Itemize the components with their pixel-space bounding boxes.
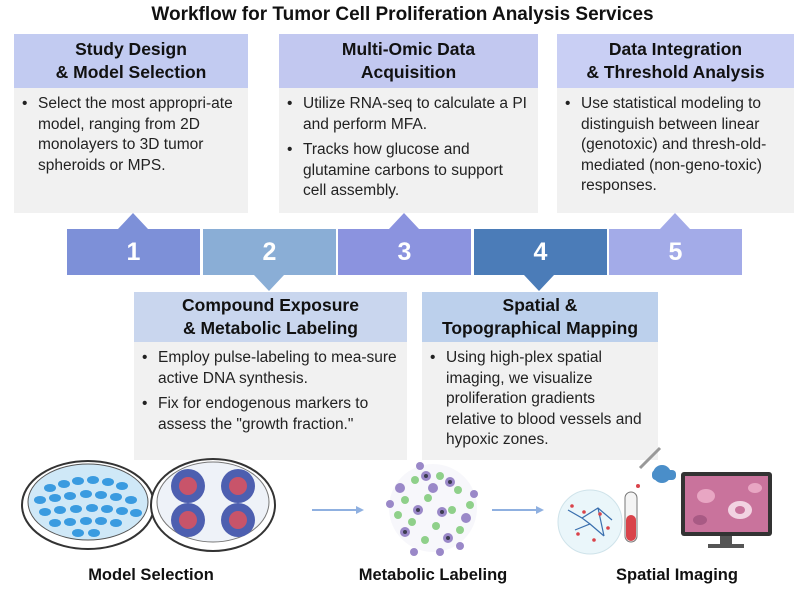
page-title: Workflow for Tumor Cell Proliferation An… xyxy=(151,4,654,25)
bullet-item: •Select the most appropri-ate model, ran… xyxy=(22,95,233,174)
label-model-selection: Model Selection xyxy=(88,566,214,584)
card-title-line: Spatial & xyxy=(502,295,578,315)
card-spatial-mapping: Spatial & Topographical Mapping •Using h… xyxy=(422,292,658,460)
step-5: 5 xyxy=(609,229,742,275)
card-multi-omic: Multi-Omic Data Acquisition •Utilize RNA… xyxy=(279,34,538,213)
step-4: 4 xyxy=(474,229,607,275)
pipette-hand-icon xyxy=(636,446,676,488)
spatial-tissue-sample-icon xyxy=(557,489,623,555)
card-title-line: & Metabolic Labeling xyxy=(182,318,359,338)
card-title-line: & Model Selection xyxy=(55,62,207,82)
pointer-1 xyxy=(118,213,148,229)
card-body: •Use statistical modeling to distinguish… xyxy=(557,88,794,213)
card-body: •Employ pulse-labeling to mea-sure activ… xyxy=(134,342,407,460)
petri-dish-monolayer-icon xyxy=(21,460,155,550)
card-header: Study Design & Model Selection xyxy=(14,34,248,88)
card-title-line: Study Design xyxy=(75,39,187,59)
pointer-5 xyxy=(660,213,690,229)
bullet-item: •Fix for endogenous markers to assess th… xyxy=(142,395,369,433)
card-study-design: Study Design & Model Selection •Select t… xyxy=(14,34,248,213)
bullet-item: •Employ pulse-labeling to mea-sure activ… xyxy=(142,349,397,387)
card-title-line: Multi-Omic Data xyxy=(341,39,476,59)
pointer-2 xyxy=(254,275,284,291)
card-title-line: & Threshold Analysis xyxy=(586,62,765,82)
card-title-line: Acquisition xyxy=(360,62,457,82)
bullet-item: •Utilize RNA-seq to calculate a PI and p… xyxy=(287,95,527,133)
monitor-histology-icon xyxy=(681,472,772,548)
card-body: •Using high-plex spatial imaging, we vis… xyxy=(422,342,658,460)
petri-dish-spheroids-icon xyxy=(150,458,276,552)
card-title-line: Compound Exposure xyxy=(182,295,359,315)
pointer-3 xyxy=(389,213,419,229)
bullet-item: •Tracks how glucose and glutamine carbon… xyxy=(287,141,503,199)
label-metabolic-labeling: Metabolic Labeling xyxy=(358,566,508,584)
card-header: Compound Exposure & Metabolic Labeling xyxy=(134,292,407,342)
card-header: Multi-Omic Data Acquisition xyxy=(279,34,538,88)
card-title-line: Topographical Mapping xyxy=(441,318,639,338)
card-body: •Select the most appropri-ate model, ran… xyxy=(14,88,248,213)
step-2: 2 xyxy=(203,229,336,275)
bullet-item: •Use statistical modeling to distinguish… xyxy=(565,95,767,194)
card-data-integration: Data Integration & Threshold Analysis •U… xyxy=(557,34,794,213)
card-title-line: Data Integration xyxy=(608,39,743,59)
card-header: Spatial & Topographical Mapping xyxy=(422,292,658,342)
card-body: •Utilize RNA-seq to calculate a PI and p… xyxy=(279,88,538,213)
bullet-item: •Using high-plex spatial imaging, we vis… xyxy=(430,349,642,448)
card-header: Data Integration & Threshold Analysis xyxy=(557,34,794,88)
step-1: 1 xyxy=(67,229,200,275)
metabolic-labeling-cluster-icon xyxy=(386,462,478,556)
card-compound-exposure: Compound Exposure & Metabolic Labeling •… xyxy=(134,292,407,460)
test-tube-icon xyxy=(624,491,638,543)
pointer-4 xyxy=(524,275,554,291)
label-spatial-imaging: Spatial Imaging xyxy=(616,566,738,584)
step-3: 3 xyxy=(338,229,471,275)
